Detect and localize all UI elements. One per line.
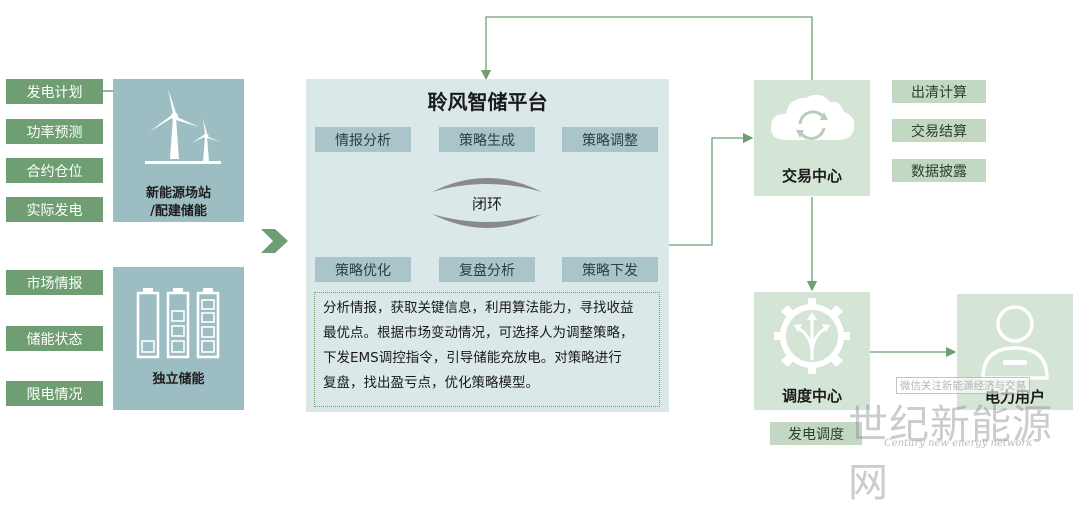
cloud-sync-icon	[770, 94, 855, 140]
watermark-chinese: 世纪新能源网	[848, 402, 1053, 506]
loop-label: 闭环	[471, 195, 502, 213]
tag-intel-analysis: 情报分析	[315, 127, 411, 152]
station-title-line2: /配建储能	[150, 204, 207, 219]
feedback-arrow	[480, 16, 813, 81]
tag-review-analysis: 复盘分析	[439, 257, 535, 282]
description-line: 最优点。根据市场变动情况，可选择人为调整策略，	[323, 325, 634, 341]
user-icon	[981, 305, 1049, 380]
left-item-position: 合约仓位	[6, 158, 103, 183]
trading-item-settlement: 交易结算	[892, 119, 986, 142]
watermark-english: Century new energy network	[884, 438, 1033, 449]
platform-title: 聆风智储平台	[427, 90, 548, 114]
trading-center-card: 交易中心	[754, 80, 870, 196]
trading-center-title: 交易中心	[781, 167, 842, 185]
tag-strategy-opt: 策略优化	[315, 257, 411, 282]
description-line: 复盘，找出盈亏点，优化策略模型。	[323, 375, 539, 391]
watermark-small-text: 微信关注新能源经济与交易	[896, 377, 1030, 394]
connector-lines	[103, 16, 957, 358]
left-item-market: 市场情报	[6, 270, 103, 295]
tag-strategy-adjust: 策略调整	[562, 127, 658, 152]
standalone-storage-panel: 独立储能	[113, 267, 244, 410]
trading-item-disclosure: 数据披露	[892, 159, 986, 182]
dispatch-tag: 发电调度	[770, 422, 862, 445]
chevron-right-icon	[261, 229, 288, 253]
gear-arrows-icon	[774, 298, 850, 374]
left-item-forecast: 功率预测	[6, 119, 103, 144]
storage-title: 独立储能	[152, 372, 205, 387]
trading-item-clearing: 出清计算	[892, 80, 986, 103]
left-item-storage-state: 储能状态	[6, 326, 103, 351]
description-line: 下发EMS调控指令，引导储能充放电。对策略进行	[323, 350, 622, 366]
closed-loop-icon	[432, 178, 542, 228]
tag-strategy-dispatch: 策略下发	[562, 257, 658, 282]
platform-panel: 聆风智储平台 情报分析 策略生成 策略调整 闭环 策略优化 复盘分析 策略下发 …	[306, 79, 669, 412]
platform-to-trading-arrow	[669, 132, 754, 246]
dispatch-center-card: 调度中心	[754, 292, 870, 410]
wind-turbine-icon	[145, 89, 221, 164]
station-title-line1: 新能源场站	[145, 186, 211, 201]
new-energy-station-panel: 新能源场站 /配建储能	[113, 79, 244, 222]
left-item-plan: 发电计划	[6, 79, 103, 104]
platform-description: 分析情报，获取关键信息，利用算法能力，寻找收益 最优点。根据市场变动情况，可选择…	[314, 292, 660, 407]
left-item-curtailment: 限电情况	[6, 381, 103, 406]
dispatch-center-title: 调度中心	[781, 387, 842, 405]
left-item-actual: 实际发电	[6, 197, 103, 222]
description-line: 分析情报，获取关键信息，利用算法能力，寻找收益	[323, 300, 634, 316]
tag-strategy-gen: 策略生成	[439, 127, 535, 152]
battery-storage-icon	[136, 288, 220, 359]
